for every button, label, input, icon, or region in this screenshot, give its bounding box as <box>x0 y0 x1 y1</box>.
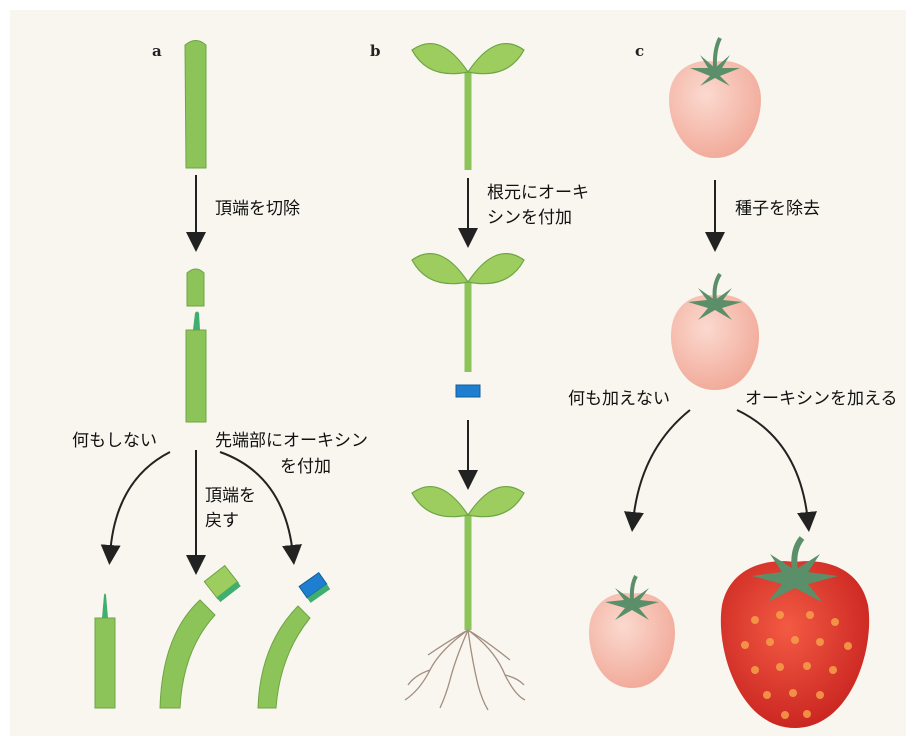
panel-b-letter: b <box>370 42 381 60</box>
arrow-c-right <box>737 410 808 522</box>
label-b-auxin-base-1: 根元にオーキ <box>487 182 589 204</box>
cut-stem <box>186 330 206 422</box>
seedling-3-leaf-right <box>468 487 524 517</box>
panel-c-letter: c <box>635 42 644 60</box>
result-a-right-stem <box>258 606 310 708</box>
result-a-middle-stem <box>160 600 215 708</box>
label-c-add-auxin: オーキシンを加える <box>745 388 898 410</box>
label-a-add-auxin-1: 先端部にオーキシン <box>215 430 368 452</box>
seedling-2-leaf-left <box>412 254 468 284</box>
arrow-a-left <box>110 452 170 555</box>
coleoptile-intact <box>185 41 206 169</box>
panel-a-letter: a <box>152 42 162 60</box>
label-a-return-tip-2: 戻す <box>205 510 239 532</box>
seedling-3-roots <box>405 630 525 710</box>
label-c-remove-seeds: 種子を除去 <box>735 198 820 220</box>
seedling-2-leaf-right <box>468 254 524 284</box>
arrow-c-left <box>633 410 690 522</box>
label-b-auxin-base-2: シンを付加 <box>487 207 572 229</box>
panel-b-art <box>405 44 525 710</box>
label-a-cut-tip: 頂端を切除 <box>215 198 300 220</box>
label-c-add-nothing: 何も加えない <box>568 388 670 410</box>
auxin-block-b <box>456 385 480 397</box>
panel-c-art <box>589 38 869 728</box>
auxin-experiment-figure: a b c 頂端を切除 何もしない 頂端を 戻す 先端部にオーキシン を付加 根… <box>10 10 906 736</box>
panel-a-art <box>95 41 330 709</box>
result-a-left-stem <box>95 618 115 708</box>
label-a-return-tip-1: 頂端を <box>205 485 256 507</box>
figure-artwork <box>10 10 906 736</box>
label-a-add-auxin-2: を付加 <box>280 456 331 478</box>
seedling-3-leaf-left <box>412 487 468 517</box>
cut-stem-tip <box>193 312 200 331</box>
seedling-1-leaf-left <box>412 44 468 74</box>
seedling-1-leaf-right <box>468 44 524 74</box>
label-a-do-nothing: 何もしない <box>72 430 157 452</box>
cut-tip <box>187 269 204 306</box>
